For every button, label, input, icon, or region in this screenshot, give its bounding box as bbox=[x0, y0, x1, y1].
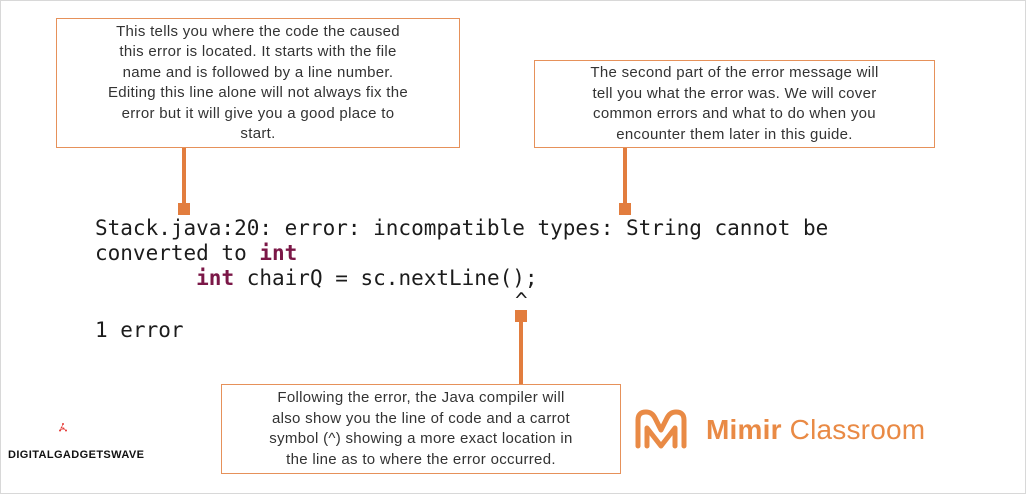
mimir-wordmark-rest: Classroom bbox=[781, 414, 926, 445]
mimir-wordmark-bold: Mimir bbox=[706, 414, 782, 445]
network-logo-icon bbox=[59, 423, 67, 432]
callout-caret-line: Following the error, the Java compiler w… bbox=[277, 389, 565, 406]
code-line-error: Stack.java:20: error: incompatible types… bbox=[95, 216, 829, 240]
connector-caret-end bbox=[515, 310, 527, 322]
callout-location-line: error but it will give you a good place … bbox=[121, 104, 395, 122]
callout-location-line: Editing this line alone will not always … bbox=[107, 84, 409, 101]
compiler-output: Stack.java:20: error: incompatible types… bbox=[95, 216, 828, 291]
caret-symbol: ^ bbox=[515, 289, 528, 313]
callout-location-line: start. bbox=[240, 125, 276, 142]
connector-caret-line bbox=[519, 318, 523, 384]
code-keyword: int bbox=[259, 241, 298, 265]
callout-caret-line: the line as to where the error occurred. bbox=[286, 450, 556, 468]
callout-message-line: The second part of the error message wil… bbox=[590, 64, 879, 81]
callout-message-line: tell you what the error was. We will cov… bbox=[592, 84, 877, 102]
code-line-source: int chairQ = sc.nextLine(); bbox=[95, 266, 538, 290]
code-line-continuation: converted to int bbox=[95, 241, 297, 265]
code-text: converted to bbox=[95, 241, 260, 265]
connector-location-line bbox=[182, 148, 186, 208]
callout-caret-line: also show you the line of code and a car… bbox=[271, 409, 571, 427]
code-indent bbox=[95, 266, 196, 290]
callout-caret-explanation: Following the error, the Java compiler w… bbox=[221, 384, 621, 474]
callout-error-location: This tells you where the code the caused… bbox=[56, 18, 460, 148]
mimir-wordmark: Mimir Classroom bbox=[706, 414, 925, 446]
callout-location-line: This tells you where the code the caused bbox=[116, 22, 400, 40]
connector-message-line bbox=[623, 148, 627, 208]
code-keyword: int bbox=[196, 266, 235, 290]
callout-location-line: this error is located. It starts with th… bbox=[119, 43, 397, 60]
connector-message-end bbox=[619, 203, 631, 215]
callout-message-line: encounter them later in this guide. bbox=[616, 125, 853, 143]
connector-location-end bbox=[178, 203, 190, 215]
callout-error-message: The second part of the error message wil… bbox=[534, 60, 935, 148]
callout-message-line: common errors and what to do when you bbox=[593, 105, 876, 122]
code-text: chairQ = sc.nextLine(); bbox=[234, 266, 538, 290]
brand-text: DIGITALGADGETSWAVE bbox=[8, 449, 145, 461]
error-count: 1 error bbox=[95, 318, 184, 342]
callout-location-line: name and is followed by a line number. bbox=[122, 63, 394, 81]
callout-caret-line: symbol (^) showing a more exact location… bbox=[269, 430, 573, 447]
mimir-logo-icon bbox=[635, 409, 687, 449]
